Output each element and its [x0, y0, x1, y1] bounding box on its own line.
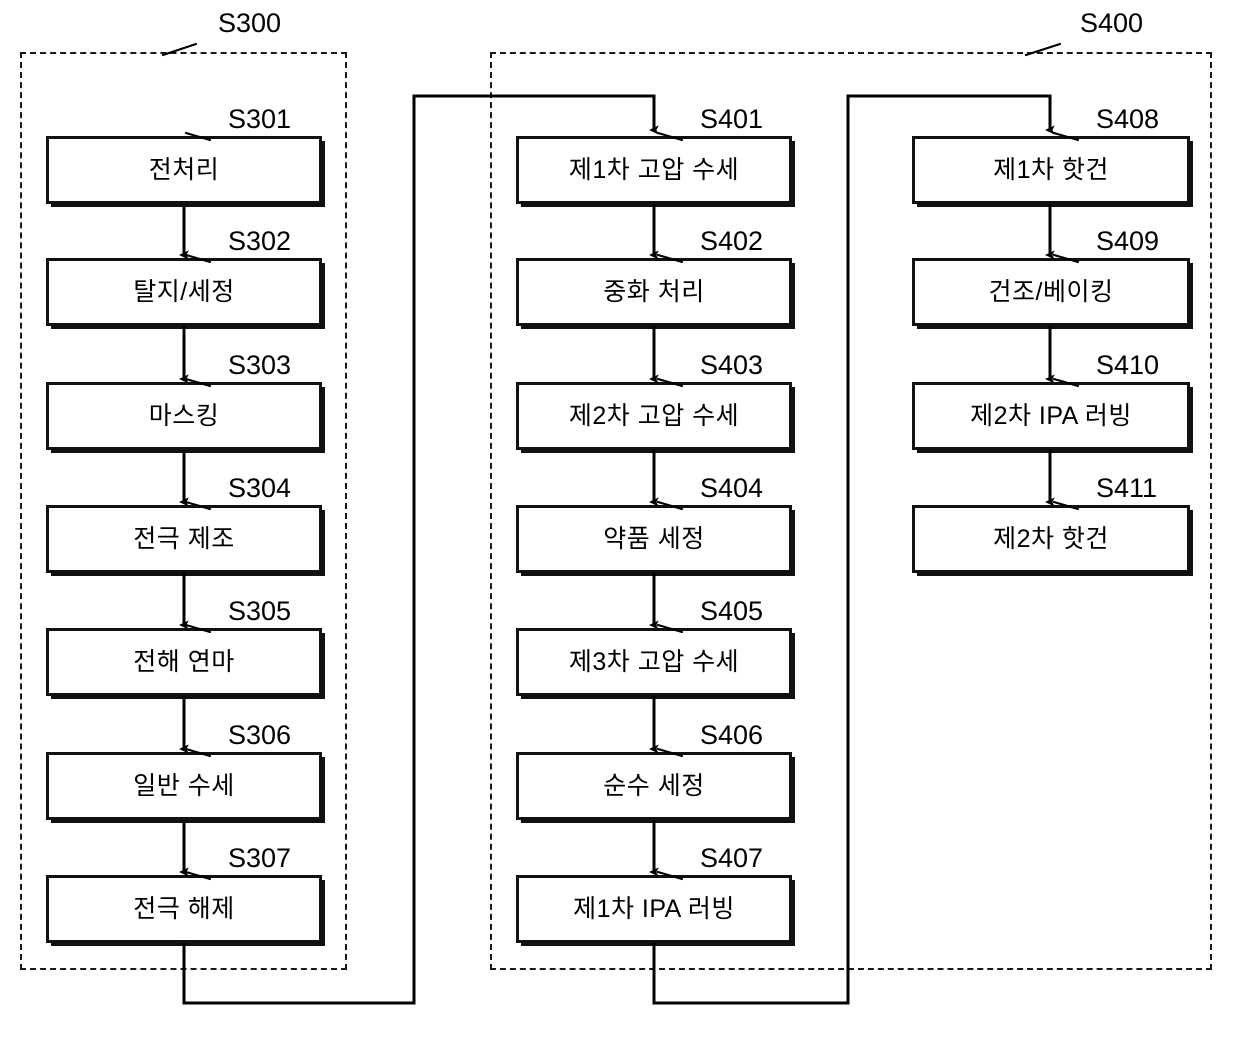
process-box-s305: 전해 연마 [46, 628, 322, 696]
process-box-s306: 일반 수세 [46, 752, 322, 820]
step-label-s411: S411 [1096, 473, 1158, 503]
process-box-text: 제2차 IPA 러빙 [970, 401, 1132, 430]
step-label-s405: S405 [700, 596, 764, 626]
process-box-s409: 건조/베이킹 [912, 258, 1190, 326]
step-label-s407: S407 [700, 843, 764, 873]
process-box-text: 제3차 고압 수세 [568, 647, 740, 676]
step-label-s406: S406 [700, 720, 764, 750]
group-label-s400: S400 [1080, 8, 1144, 38]
process-box-text: 약품 세정 [603, 524, 705, 553]
step-label-s302: S302 [228, 226, 292, 256]
process-box-s304: 전극 제조 [46, 505, 322, 573]
process-box-s410: 제2차 IPA 러빙 [912, 382, 1190, 450]
process-box-text: 제1차 고압 수세 [568, 155, 740, 184]
process-box-s301: 전처리 [46, 136, 322, 204]
process-box-text: 전해 연마 [133, 647, 235, 676]
process-box-s303: 마스킹 [46, 382, 322, 450]
process-box-text: 제2차 고압 수세 [568, 401, 740, 430]
step-label-s401: S401 [700, 104, 764, 134]
process-box-text: 전극 제조 [133, 524, 235, 553]
process-box-text: 제1차 IPA 러빙 [573, 894, 735, 923]
process-box-text: 일반 수세 [133, 771, 235, 800]
process-box-s302: 탈지/세정 [46, 258, 322, 326]
step-label-s301: S301 [228, 104, 292, 134]
step-label-s410: S410 [1096, 350, 1160, 380]
process-box-text: 제2차 핫건 [993, 524, 1109, 553]
process-box-s405: 제3차 고압 수세 [516, 628, 792, 696]
step-label-s403: S403 [700, 350, 764, 380]
process-box-s408: 제1차 핫건 [912, 136, 1190, 204]
process-box-s307: 전극 해제 [46, 875, 322, 943]
step-label-s402: S402 [700, 226, 764, 256]
process-box-text: 중화 처리 [603, 277, 705, 306]
step-label-s304: S304 [228, 473, 292, 503]
process-box-text: 탈지/세정 [133, 277, 235, 306]
step-label-s305: S305 [228, 596, 292, 626]
step-label-s307: S307 [228, 843, 292, 873]
process-box-text: 전극 해제 [133, 894, 235, 923]
process-box-text: 전처리 [148, 155, 220, 184]
process-box-s407: 제1차 IPA 러빙 [516, 875, 792, 943]
process-box-text: 제1차 핫건 [993, 155, 1109, 184]
process-box-s406: 순수 세정 [516, 752, 792, 820]
process-box-s404: 약품 세정 [516, 505, 792, 573]
step-label-s303: S303 [228, 350, 292, 380]
step-label-s408: S408 [1096, 104, 1160, 134]
process-box-s403: 제2차 고압 수세 [516, 382, 792, 450]
step-label-s404: S404 [700, 473, 764, 503]
step-label-s306: S306 [228, 720, 292, 750]
process-box-text: 마스킹 [148, 401, 220, 430]
process-box-s411: 제2차 핫건 [912, 505, 1190, 573]
process-box-s402: 중화 처리 [516, 258, 792, 326]
process-box-text: 순수 세정 [603, 771, 705, 800]
step-label-s409: S409 [1096, 226, 1160, 256]
process-box-s401: 제1차 고압 수세 [516, 136, 792, 204]
group-label-s300: S300 [218, 8, 282, 38]
process-box-text: 건조/베이킹 [988, 277, 1114, 306]
